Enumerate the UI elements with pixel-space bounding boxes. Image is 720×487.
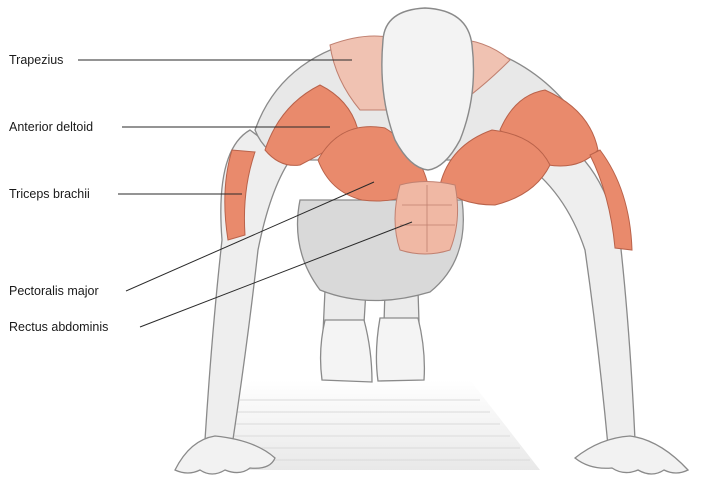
right-hand bbox=[575, 436, 688, 474]
label-pectoralis-major: Pectoralis major bbox=[9, 284, 99, 298]
label-triceps-brachii: Triceps brachii bbox=[9, 187, 90, 201]
label-trapezius: Trapezius bbox=[9, 53, 63, 67]
right-shoe bbox=[376, 318, 424, 381]
label-rectus-abdominis: Rectus abdominis bbox=[9, 320, 108, 334]
left-shoe bbox=[321, 320, 372, 382]
label-anterior-deltoid: Anterior deltoid bbox=[9, 120, 93, 134]
legs bbox=[321, 290, 425, 382]
rectus-abdominis-muscle bbox=[395, 182, 458, 255]
